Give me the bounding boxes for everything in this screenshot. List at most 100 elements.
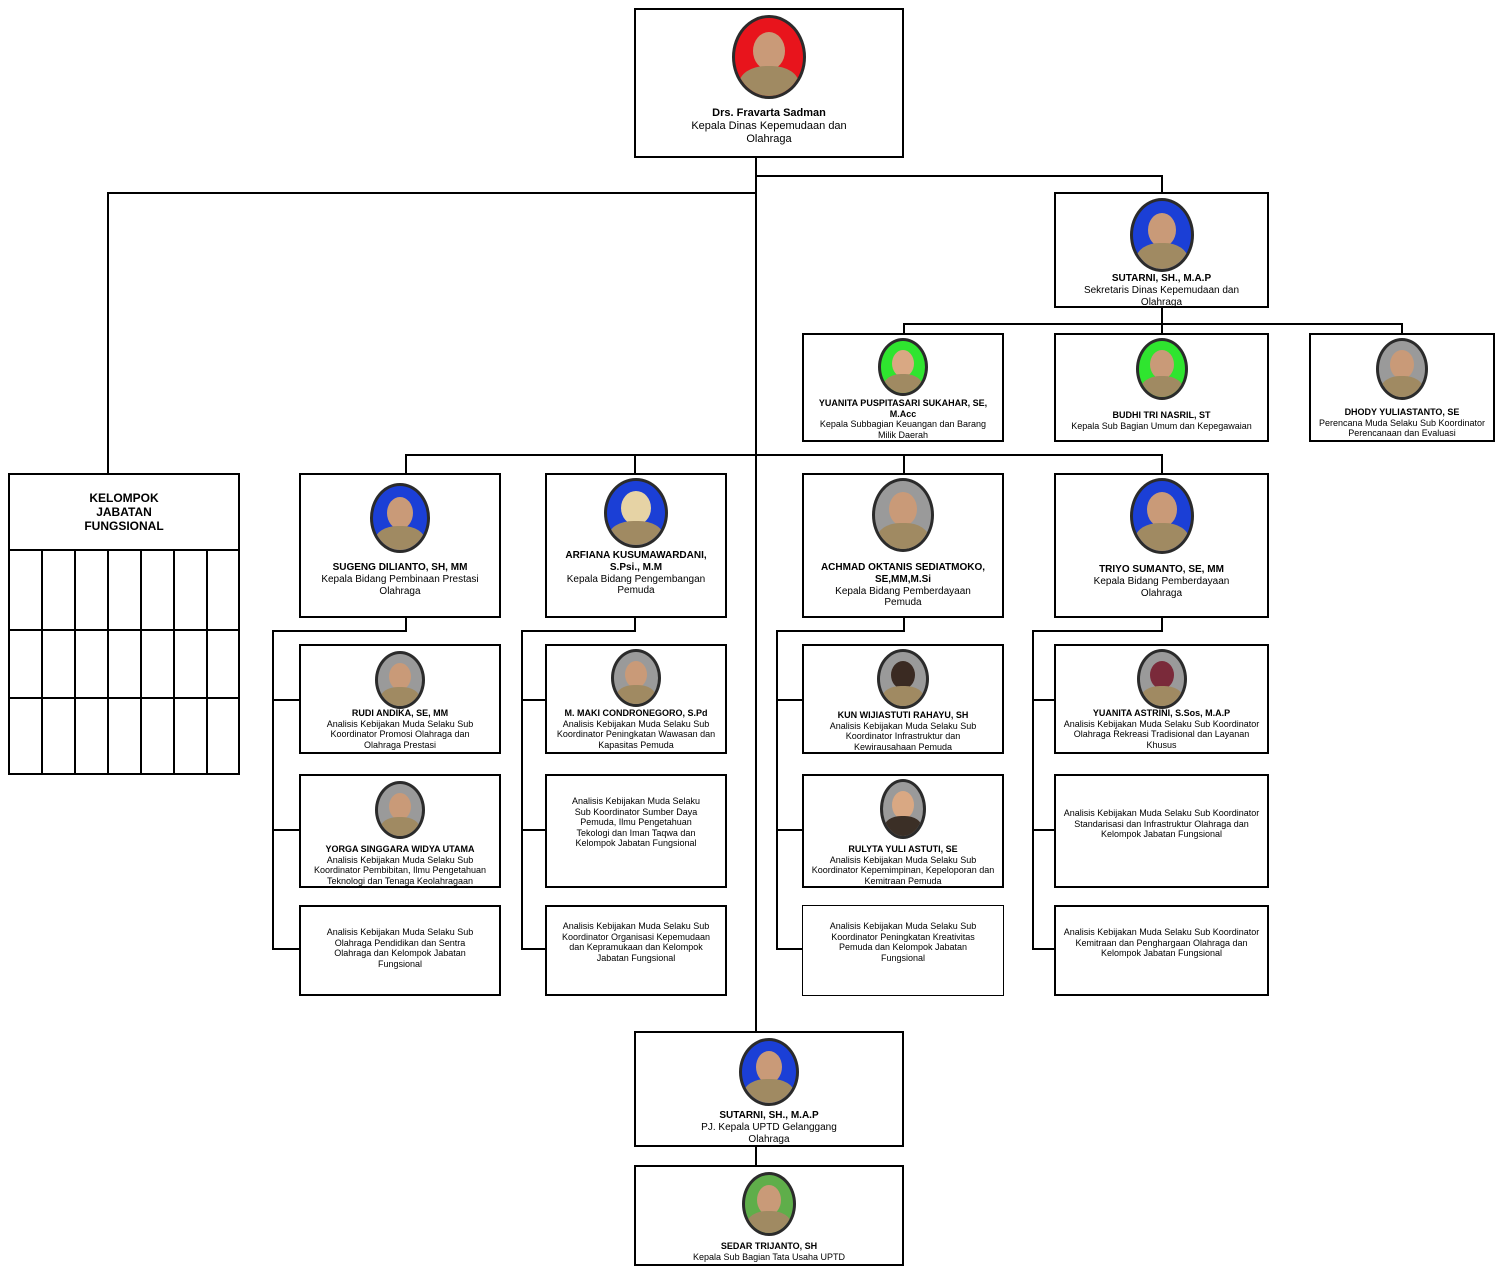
- functional-group-grid: [8, 549, 240, 775]
- subsecretariat-node: DHODY YULIASTANTO, SE Perencana Muda Sel…: [1309, 333, 1495, 442]
- connector-line: [521, 829, 545, 831]
- sub-coordinator-title: Analisis Kebijakan Muda Selaku Sub Koord…: [571, 796, 701, 849]
- uptd-sub-name: SEDAR TRIJANTO, SH: [720, 1241, 818, 1251]
- division-head-title: Kepala Bidang Pemberdayaan Olahraga: [1093, 575, 1230, 599]
- connector-line: [521, 948, 545, 950]
- connector-line: [634, 454, 636, 474]
- connector-line: [405, 454, 1163, 456]
- connector-line: [272, 630, 407, 632]
- sub-coordinator-name: YUANITA ASTRINI, S.Sos, M.A.P: [1092, 708, 1231, 718]
- division-head-node: TRIYO SUMANTO, SE, MM Kepala Bidang Pemb…: [1054, 473, 1269, 618]
- connector-line: [1032, 630, 1163, 632]
- connector-line: [755, 175, 1163, 177]
- uptd-head-node: SUTARNI, SH., M.A.P PJ. Kepala UPTD Gela…: [634, 1031, 904, 1147]
- connector-line: [272, 699, 300, 701]
- connector-line: [107, 192, 757, 194]
- connector-line: [1161, 323, 1163, 334]
- connector-line: [776, 699, 802, 701]
- sub-coordinator-title: Analisis Kebijakan Muda Selaku Sub Koord…: [326, 718, 474, 750]
- head-node: Drs. Fravarta Sadman Kepala Dinas Kepemu…: [634, 8, 904, 158]
- portrait-photo: [1129, 478, 1194, 554]
- connector-line: [776, 948, 802, 950]
- portrait-photo: [375, 781, 425, 839]
- connector-line: [755, 1146, 757, 1166]
- connector-line: [776, 630, 905, 632]
- sub-coordinator-node: Analisis Kebijakan Muda Selaku Sub Koord…: [802, 905, 1004, 996]
- connector-line: [776, 630, 778, 950]
- sub-coordinator-node: RULYTA YULI ASTUTI, SE Analisis Kebijaka…: [802, 774, 1004, 888]
- connector-line: [521, 630, 523, 950]
- division-head-title: Kepala Bidang Pengembangan Pemuda: [566, 573, 706, 597]
- sub-coordinator-name: KUN WIJIASTUTI RAHAYU, SH: [837, 710, 969, 720]
- portrait-photo: [1136, 649, 1187, 709]
- connector-line: [1161, 454, 1163, 474]
- portrait-photo: [742, 1172, 796, 1236]
- sub-coordinator-node: YORGA SINGGARA WIDYA UTAMA Analisis Kebi…: [299, 774, 501, 888]
- functional-group-node: KELOMPOK JABATAN FUNGSIONAL: [8, 473, 240, 551]
- portrait-photo: [732, 15, 806, 99]
- sub-coordinator-node: M. MAKI CONDRONEGORO, S.Pd Analisis Kebi…: [545, 644, 727, 754]
- sub-coordinator-node: KUN WIJIASTUTI RAHAYU, SH Analisis Kebij…: [802, 644, 1004, 754]
- portrait-photo: [375, 651, 425, 709]
- connector-line: [405, 454, 407, 474]
- uptd-head-title: PJ. Kepala UPTD Gelanggang Olahraga: [701, 1121, 837, 1145]
- sub-coordinator-node: Analisis Kebijakan Muda Selaku Sub Koord…: [1054, 774, 1269, 888]
- connector-line: [1032, 829, 1054, 831]
- sub-coordinator-title: Analisis Kebijakan Muda Selaku Sub Koord…: [829, 720, 977, 752]
- sub-coordinator-node: Analisis Kebijakan Muda Selaku Sub Koord…: [545, 774, 727, 888]
- connector-line: [405, 617, 407, 631]
- division-head-name: ACHMAD OKTANIS SEDIATMOKO, SE,MM,M.Si: [820, 562, 986, 585]
- connector-line: [903, 454, 905, 474]
- subsecretariat-node: BUDHI TRI NASRIL, ST Kepala Sub Bagian U…: [1054, 333, 1269, 442]
- subsecretariat-name: DHODY YULIASTANTO, SE: [1344, 407, 1460, 417]
- connector-line: [272, 829, 300, 831]
- sub-coordinator-name: RULYTA YULI ASTUTI, SE: [848, 844, 958, 854]
- portrait-photo: [1376, 338, 1428, 400]
- sub-coordinator-name: RUDI ANDIKA, SE, MM: [351, 708, 449, 718]
- connector-line: [107, 192, 109, 474]
- connector-line: [272, 630, 274, 950]
- uptd-sub-title: Kepala Sub Bagian Tata Usaha UPTD: [693, 1251, 845, 1262]
- subsecretariat-title: Kepala Sub Bagian Umum dan Kepegawaian: [1071, 420, 1252, 431]
- sub-coordinator-node: Analisis Kebijakan Muda Selaku Sub Koord…: [545, 905, 727, 996]
- uptd-sub-node: SEDAR TRIJANTO, SH Kepala Sub Bagian Tat…: [634, 1165, 904, 1266]
- subsecretariat-node: YUANITA PUSPITASARI SUKAHAR, SE, M.Acc K…: [802, 333, 1004, 442]
- portrait-photo: [370, 483, 430, 553]
- connector-line: [1161, 175, 1163, 193]
- connector-line: [1032, 699, 1054, 701]
- sub-coordinator-title: Analisis Kebijakan Muda Selaku Sub Koord…: [1063, 718, 1260, 750]
- connector-line: [272, 948, 300, 950]
- portrait-photo: [880, 779, 926, 839]
- portrait-photo: [1135, 338, 1188, 400]
- sub-coordinator-title: Analisis Kebijakan Muda Selaku Sub Koord…: [313, 854, 487, 886]
- connector-line: [1032, 630, 1034, 950]
- connector-line: [776, 829, 802, 831]
- portrait-photo: [872, 478, 934, 552]
- connector-line: [755, 157, 757, 1033]
- portrait-photo: [611, 649, 661, 707]
- connector-line: [1401, 323, 1403, 334]
- subsecretariat-title: Perencana Muda Selaku Sub Koordinator Pe…: [1318, 417, 1486, 439]
- portrait-photo: [878, 338, 928, 396]
- connector-line: [634, 617, 636, 631]
- sub-coordinator-title: Analisis Kebijakan Muda Selaku Sub Koord…: [829, 921, 977, 963]
- functional-group-title: KELOMPOK JABATAN FUNGSIONAL: [84, 491, 164, 534]
- sub-coordinator-name: YORGA SINGGARA WIDYA UTAMA: [325, 844, 475, 854]
- sub-coordinator-title: Analisis Kebijakan Muda Selaku Sub Koord…: [556, 718, 716, 750]
- portrait-photo: [739, 1038, 799, 1106]
- sub-coordinator-title: Analisis Kebijakan Muda Selaku Sub Koord…: [1063, 927, 1260, 959]
- sub-coordinator-node: RUDI ANDIKA, SE, MM Analisis Kebijakan M…: [299, 644, 501, 754]
- division-head-name: ARFIANA KUSUMAWARDANI, S.Psi., M.M: [565, 550, 707, 573]
- division-head-node: SUGENG DILIANTO, SH, MM Kepala Bidang Pe…: [299, 473, 501, 618]
- connector-line: [903, 323, 1403, 325]
- secretary-node: SUTARNI, SH., M.A.P Sekretaris Dinas Kep…: [1054, 192, 1269, 308]
- subsecretariat-title: Kepala Subbagian Keuangan dan Barang Mil…: [819, 419, 987, 440]
- sub-coordinator-name: M. MAKI CONDRONEGORO, S.Pd: [564, 708, 708, 718]
- head-name: Drs. Fravarta Sadman: [712, 107, 826, 119]
- connector-line: [1161, 617, 1163, 631]
- sub-coordinator-title: Analisis Kebijakan Muda Selaku Sub Koord…: [1063, 808, 1260, 840]
- division-head-name: TRIYO SUMANTO, SE, MM: [1099, 564, 1224, 575]
- portrait-photo: [604, 478, 668, 548]
- head-title: Kepala Dinas Kepemudaan dan Olahraga: [691, 119, 847, 145]
